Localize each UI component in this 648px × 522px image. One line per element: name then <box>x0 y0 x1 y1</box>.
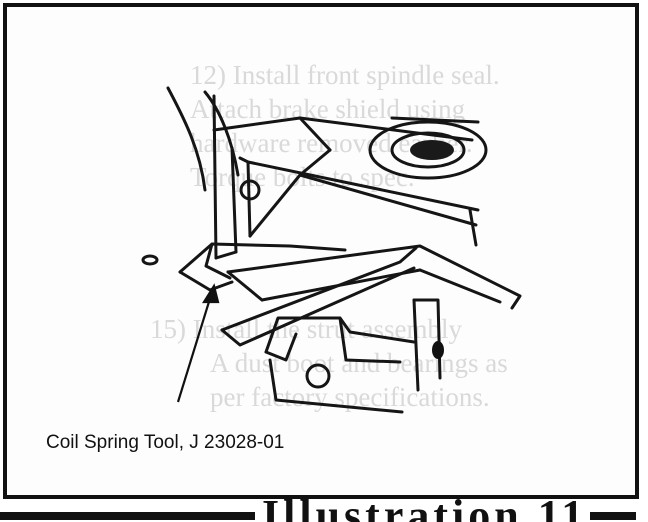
figure-caption: Coil Spring Tool, J 23028-01 <box>46 432 285 453</box>
footer-rule-right <box>590 512 636 520</box>
footer-rule-left <box>0 512 255 520</box>
illustration-frame <box>3 3 639 499</box>
illustration-title: Illustration 11 <box>262 494 588 522</box>
tool-plate <box>178 242 347 274</box>
leader-arrow <box>176 283 220 403</box>
tool-upright-right <box>230 146 238 254</box>
tool-upright-left <box>212 94 218 260</box>
hole <box>141 254 159 266</box>
bleed-line: 12) Install front spindle seal. <box>190 60 500 90</box>
body-curve <box>166 86 207 192</box>
frame-diagonal <box>246 160 480 212</box>
coil-ring <box>368 120 488 180</box>
pin <box>432 341 444 359</box>
coil-core <box>410 140 454 160</box>
bleed-line: A dust boot and bearings as <box>210 348 508 378</box>
tool-jaw <box>226 244 522 310</box>
hole <box>305 363 331 389</box>
hole <box>239 179 261 201</box>
